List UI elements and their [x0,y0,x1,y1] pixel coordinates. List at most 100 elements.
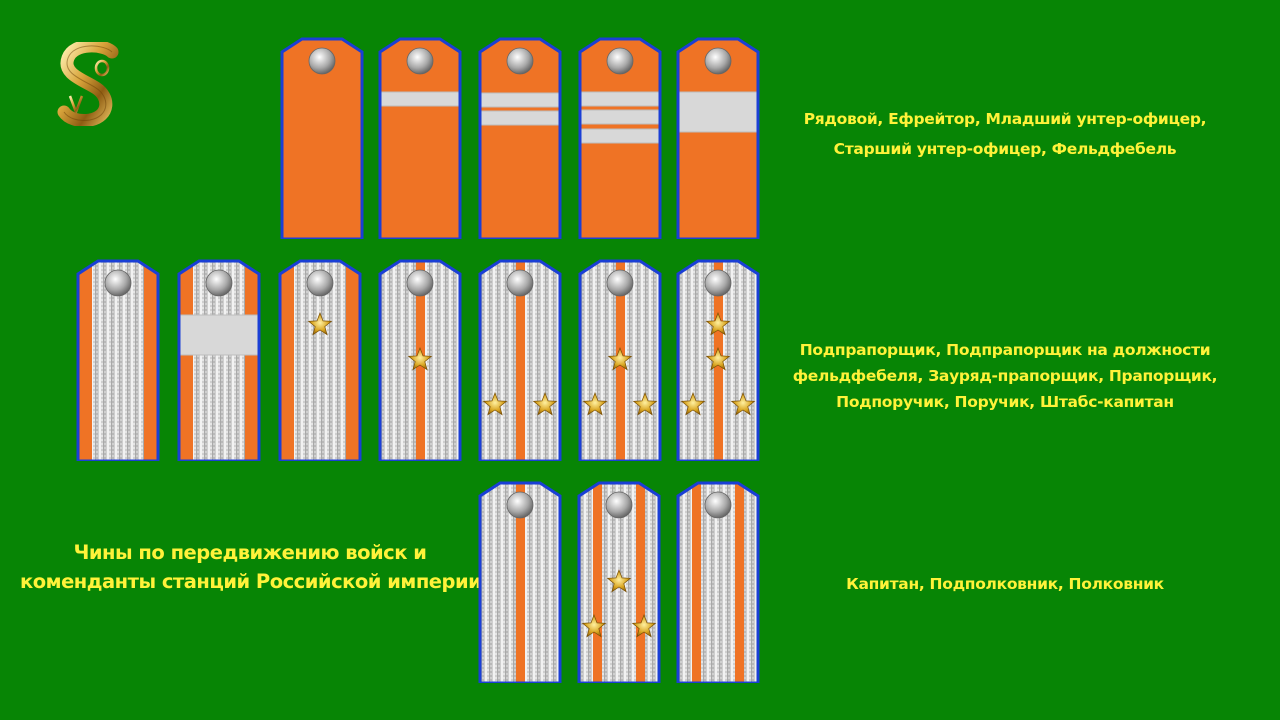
shoulder-board [378,259,462,461]
board-field [179,261,259,461]
star-icon [730,392,756,416]
title-line: коменданты станций Российской империи [20,570,482,593]
piping [676,481,760,683]
piping [676,259,760,461]
shoulder-board [676,481,760,683]
wide-galloon-band [678,91,758,133]
star-icon [705,347,731,371]
piping [278,259,362,461]
board-field [282,39,362,239]
star-icon [705,312,731,336]
galloon-band [580,109,660,125]
sov-logo [57,42,119,126]
galloon-band [580,128,660,144]
caption-line: фельдфебеля, Зауряд-прапорщик, Прапорщик… [792,367,1218,385]
button-icon [606,269,634,297]
shoulder-board [280,37,364,239]
button-icon [704,491,732,519]
piping [76,259,160,461]
galloon-band [580,91,660,107]
caption-line: Старший унтер-офицер, Фельдфебель [833,140,1177,158]
star-icon [607,347,633,371]
piping [478,259,562,461]
caption-row-1: Рядовой, Ефрейтор, Младший унтер-офицер,… [790,104,1220,164]
caption-line: Подпоручик, Поручик, Штабс-капитан [836,393,1174,411]
button-icon [406,47,434,75]
board-field [78,261,158,461]
shoulder-board [577,481,661,683]
page-title: Чины по передвижению войск и коменданты … [20,538,482,596]
button-icon [306,269,334,297]
shoulder-board [676,259,760,461]
lumen-line [593,483,602,683]
button-icon [308,47,336,75]
button-icon [506,47,534,75]
piping [280,37,364,239]
star-icon [632,392,658,416]
button-icon [704,269,732,297]
shoulder-board [478,481,562,683]
board-field [280,261,360,461]
star-icon [680,392,706,416]
star-icon [532,392,558,416]
shoulder-board [76,259,160,461]
button-icon [605,491,633,519]
shoulder-board [278,259,362,461]
star-icon [307,312,333,336]
logo-letter-o [94,59,110,77]
edge-stripe [245,261,259,461]
edge-stripe [78,261,92,461]
galloon-band [480,92,560,108]
caption-row-2: Подпрапорщик, Подпрапорщик на должности … [790,337,1220,415]
piping [676,37,760,239]
board-field [380,39,460,239]
caption-line: Капитан, Подполковник, Полковник [846,575,1164,593]
star-icon [582,392,608,416]
shoulder-board [478,37,562,239]
star-icon [407,347,433,371]
edge-stripe [144,261,158,461]
lumen-line [735,483,744,683]
edge-stripe [346,261,360,461]
shoulder-board [578,259,662,461]
lumen-line [636,483,645,683]
logo-letter-s-outline [63,45,113,121]
caption-line: Рядовой, Ефрейтор, Младший унтер-офицер, [803,110,1207,128]
star-icon [606,569,632,593]
button-icon [704,47,732,75]
galloon-band [380,91,460,107]
star-icon [631,614,657,638]
lumen-line [692,483,701,683]
star-icon [482,392,508,416]
piping [478,37,562,239]
center-line [516,483,525,683]
caption-row-3: Капитан, Подполковник, Полковник [790,571,1220,597]
edge-stripe [280,261,294,461]
button-icon [506,491,534,519]
title-line: Чины по передвижению войск и [73,541,427,564]
button-icon [406,269,434,297]
shoulder-board [378,37,462,239]
edge-stripe [179,261,193,461]
shoulder-board [676,37,760,239]
button-icon [506,269,534,297]
star-icon [581,614,607,638]
wide-galloon-band [179,314,259,356]
galloon-band [480,110,560,126]
piping [378,259,462,461]
button-icon [205,269,233,297]
button-icon [606,47,634,75]
button-icon [104,269,132,297]
shoulder-board [578,37,662,239]
shoulder-board [478,259,562,461]
piping [177,259,261,461]
logo-letter-v [68,95,84,114]
piping [578,259,662,461]
caption-line: Подпрапорщик, Подпрапорщик на должности [799,341,1211,359]
center-line [516,261,525,461]
board-field [678,39,758,239]
shoulder-board [177,259,261,461]
piping [478,481,562,683]
piping [378,37,462,239]
board-field [480,39,560,239]
